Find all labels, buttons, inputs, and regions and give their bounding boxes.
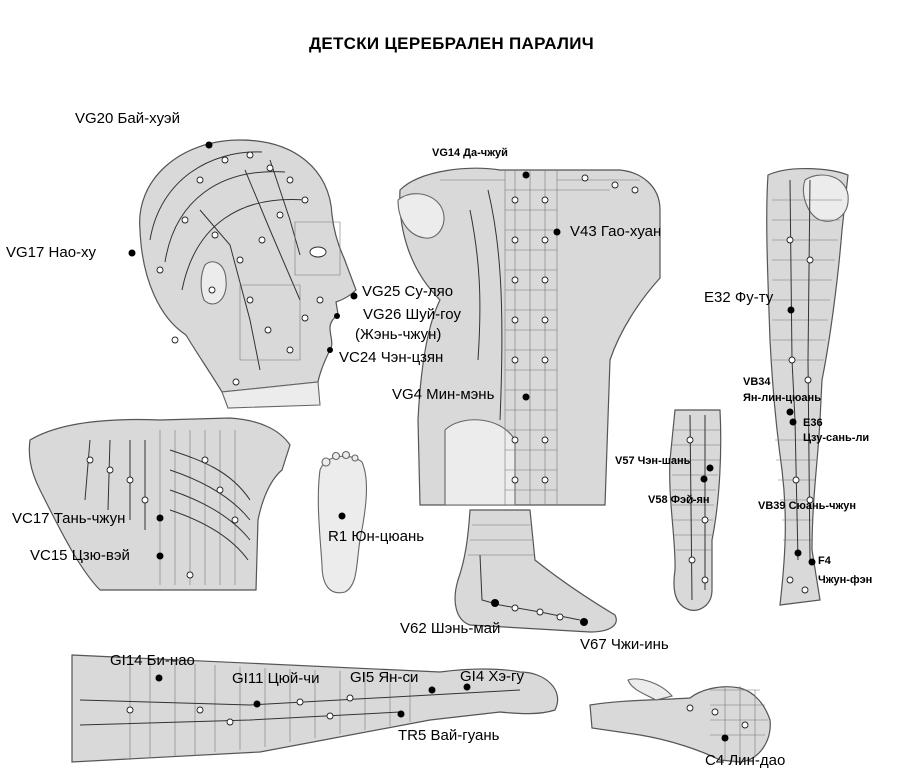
label-c4: C4 Лин-дао bbox=[705, 752, 786, 769]
label-v62: V62 Шэнь-май bbox=[400, 620, 501, 637]
label-tr5: TR5 Вай-гуань bbox=[398, 727, 500, 744]
back-figure bbox=[397, 167, 661, 506]
label-vg25: VG25 Су-ляо bbox=[362, 283, 454, 300]
label-f4: F4 bbox=[818, 555, 831, 567]
label-vc24: VC24 Чэн-цзян bbox=[339, 349, 444, 366]
label-v43: V43 Гао-хуан bbox=[570, 223, 662, 240]
chest-figure bbox=[28, 417, 291, 591]
label-vc15: VC15 Цзю-вэй bbox=[30, 547, 130, 564]
calf-figure bbox=[669, 409, 722, 611]
page-title: ДЕТСКИ ЦЕРЕБРАЛЕН ПАРАЛИЧ bbox=[308, 34, 595, 53]
label-vg14: VG14 Да-чжуй bbox=[432, 147, 508, 159]
label-gi4: GI4 Хэ-гу bbox=[460, 668, 524, 685]
head-figure bbox=[128, 139, 358, 409]
label-f4-name: Чжун-фэн bbox=[818, 574, 873, 586]
label-r1: R1 Юн-цюань bbox=[328, 528, 425, 545]
label-gi5: GI5 Ян-си bbox=[350, 669, 419, 686]
arm-figure bbox=[71, 654, 559, 763]
sole-figure bbox=[317, 450, 367, 594]
label-v67: V67 Чжи-инь bbox=[580, 636, 669, 653]
label-v57: V57 Чэн-шань bbox=[615, 455, 691, 467]
label-e36-name: Цзу-сань-ли bbox=[803, 432, 870, 444]
leg-figure bbox=[766, 168, 849, 606]
label-vg20: VG20 Бай-хуэй bbox=[75, 110, 180, 127]
label-vg17: VG17 Нао-ху bbox=[6, 244, 97, 261]
label-vb34: VB34 bbox=[743, 376, 771, 388]
label-vc17: VC17 Тань-чжун bbox=[12, 510, 126, 527]
label-vb34-name: Ян-лин-цюань bbox=[743, 392, 821, 404]
label-gi11: GI11 Цюй-чи bbox=[232, 670, 320, 687]
hand-figure bbox=[589, 678, 771, 763]
label-v58: V58 Фэй-ян bbox=[648, 494, 710, 506]
label-vg4: VG4 Мин-мэнь bbox=[392, 386, 495, 403]
foot-figure bbox=[454, 509, 617, 633]
label-vg26: VG26 Шуй-гоу bbox=[363, 306, 461, 323]
label-e32: E32 Фу-ту bbox=[704, 289, 774, 306]
label-vg26-alt: (Жэнь-чжун) bbox=[355, 326, 442, 343]
label-e36: E36 bbox=[803, 417, 823, 429]
label-gi14: GI14 Би-нао bbox=[110, 652, 195, 669]
label-vb39: VB39 Сюань-чжун bbox=[758, 500, 857, 512]
